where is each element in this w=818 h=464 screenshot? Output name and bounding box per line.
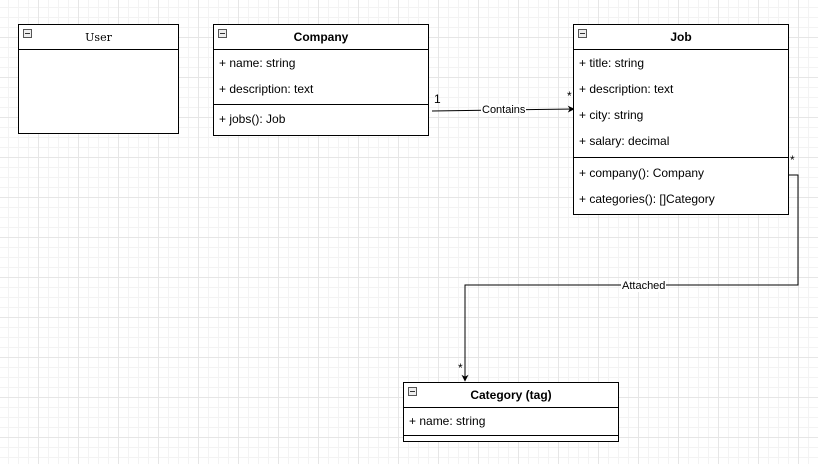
class-category-separator — [404, 435, 618, 436]
attached-target-multiplicity: * — [458, 361, 463, 375]
class-category-header[interactable]: Category (tag) — [404, 383, 618, 408]
class-company-title: Company — [293, 30, 349, 44]
class-category[interactable]: Category (tag) + name: string — [403, 382, 619, 442]
class-user-title: User — [85, 31, 112, 44]
class-job-attribute[interactable]: + salary: decimal — [579, 134, 670, 148]
class-job-separator — [574, 157, 788, 158]
class-user-header[interactable]: User — [19, 25, 178, 50]
class-category-attribute[interactable]: + name: string — [409, 414, 486, 428]
collapse-icon[interactable] — [218, 29, 227, 38]
class-company-header[interactable]: Company — [214, 25, 428, 50]
class-user[interactable]: User — [18, 24, 179, 134]
class-job[interactable]: Job + title: string + description: text … — [573, 24, 789, 215]
class-company-attribute[interactable]: + name: string — [219, 56, 296, 70]
collapse-icon[interactable] — [578, 29, 587, 38]
class-job-attribute[interactable]: + title: string — [579, 56, 645, 70]
attached-source-multiplicity: * — [790, 153, 795, 167]
class-job-attribute[interactable]: + city: string — [579, 108, 644, 122]
class-company-separator — [214, 104, 428, 105]
attached-connector[interactable] — [461, 174, 799, 382]
attached-label[interactable]: Attached — [621, 280, 667, 292]
class-category-title: Category (tag) — [470, 388, 552, 402]
class-job-header[interactable]: Job — [574, 25, 788, 50]
class-job-attribute[interactable]: + description: text — [579, 82, 674, 96]
class-company-attribute[interactable]: + description: text — [219, 82, 314, 96]
class-job-method[interactable]: + company(): Company — [579, 166, 705, 180]
class-company[interactable]: Company + name: string + description: te… — [213, 24, 429, 136]
collapse-icon[interactable] — [23, 29, 32, 38]
class-company-method[interactable]: + jobs(): Job — [219, 112, 286, 126]
contains-target-multiplicity: * — [567, 89, 572, 103]
class-job-title: Job — [670, 30, 692, 44]
contains-source-multiplicity: 1 — [434, 92, 441, 106]
collapse-icon[interactable] — [408, 387, 417, 396]
class-job-method[interactable]: + categories(): []Category — [579, 192, 715, 206]
contains-label[interactable]: Contains — [481, 104, 527, 116]
